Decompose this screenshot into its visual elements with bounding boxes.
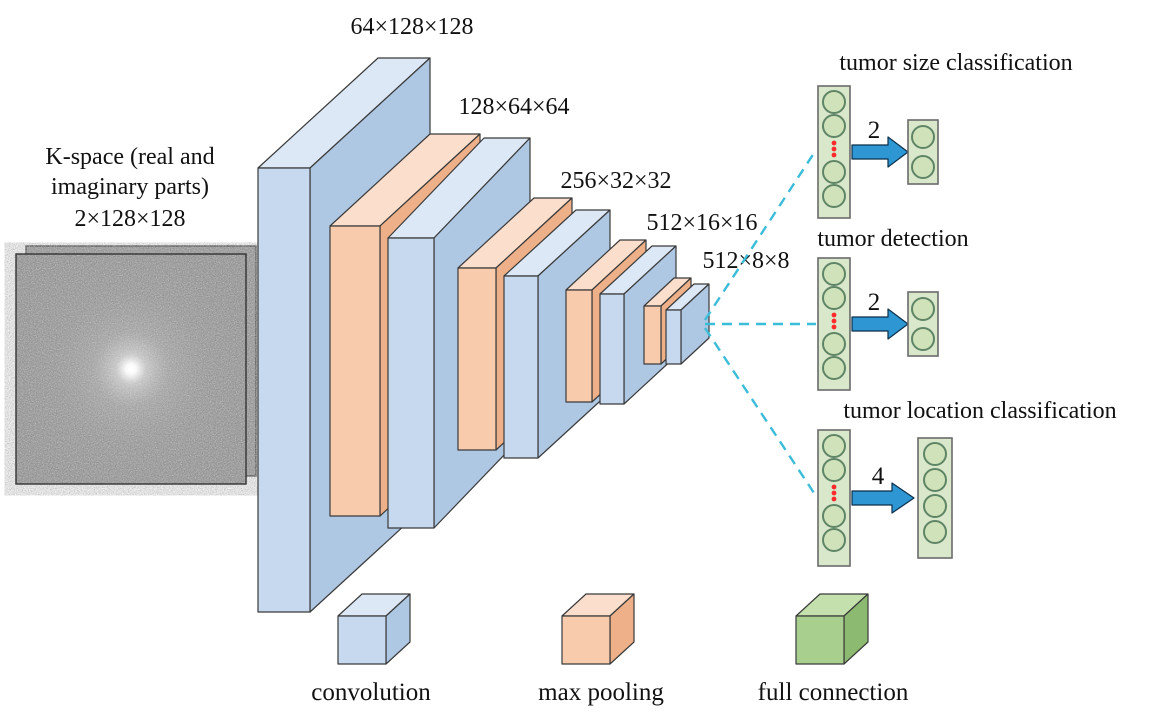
connector-line-head-3 — [703, 327, 818, 497]
head-tumor-location-input-layer — [817, 429, 851, 567]
neuron-circle — [822, 262, 846, 286]
feature-map-stack: 64×128×128 128×64×64 256×32×32 512×16×16… — [257, 14, 790, 613]
layer-dims-label-1: 64×128×128 — [350, 14, 473, 40]
neuron-circle — [822, 458, 846, 482]
legend-label-convolution: convolution — [311, 679, 431, 706]
head-tumor-size: tumor size classification 2 — [817, 50, 1073, 219]
layer-dims-label-5: 512×8×8 — [702, 248, 789, 274]
legend: convolution max pooling full connection — [311, 593, 909, 706]
head-tumor-location: tumor location classification 4 — [817, 398, 1117, 567]
input-dims-label: 2×128×128 — [74, 206, 185, 232]
head-tumor-size-output-layer — [907, 119, 939, 185]
neuron-circle — [911, 327, 935, 351]
legend-convolution-cube — [337, 593, 411, 665]
neuron-circle — [923, 442, 947, 466]
head-tumor-detection-arrow-label: 2 — [868, 289, 881, 316]
legend-max-pooling-cube — [561, 593, 635, 665]
head-tumor-location-title: tumor location classification — [843, 398, 1116, 424]
neuron-circle — [911, 125, 935, 149]
layer-dims-label-2: 128×64×64 — [458, 94, 569, 120]
input-caption-line1: K-space (real and — [45, 144, 214, 170]
neuron-circle — [923, 494, 947, 518]
layer-dims-label-3: 256×32×32 — [560, 168, 671, 194]
head-tumor-detection-output-layer — [907, 291, 939, 357]
legend-full-connection-cube-front — [795, 615, 845, 665]
ellipsis-dot — [831, 152, 837, 158]
neuron-circle — [822, 286, 846, 310]
layer-dims-label-4: 512×16×16 — [646, 210, 757, 236]
fc-connectors — [703, 149, 818, 497]
neuron-circle — [923, 520, 947, 544]
head-tumor-size-arrow — [851, 136, 909, 168]
neuron-circle — [822, 504, 846, 528]
ellipsis-dot — [831, 312, 837, 318]
kspace-center-point — [128, 366, 134, 372]
kspace-image — [15, 253, 247, 485]
head-tumor-detection-title: tumor detection — [817, 226, 968, 252]
head-tumor-detection-arrow — [851, 308, 909, 340]
input-caption-line2: imaginary parts) — [51, 174, 209, 200]
pool-layer-3-front-face — [565, 289, 593, 403]
pool-layer-1-front-face — [329, 225, 381, 517]
head-tumor-size-arrow-label: 2 — [868, 117, 881, 144]
conv-layer-4-front-face — [599, 293, 625, 405]
neuron-circle — [822, 356, 846, 380]
kspace-border — [15, 253, 247, 485]
head-tumor-detection-input-layer — [817, 257, 851, 391]
neuron-circle — [911, 297, 935, 321]
conv-layer-5-front-face — [665, 309, 682, 365]
pool-layer-4-front-face — [643, 305, 662, 365]
ellipsis-dot — [831, 496, 837, 502]
head-tumor-detection: tumor detection 2 — [817, 226, 969, 391]
neuron-circle — [822, 90, 846, 114]
neuron-circle — [911, 155, 935, 179]
head-tumor-size-title: tumor size classification — [839, 50, 1072, 76]
ellipsis-dot — [831, 146, 837, 152]
neuron-circle — [822, 114, 846, 138]
pool-layer-2-front-face — [457, 267, 497, 451]
legend-convolution-cube-front — [337, 615, 387, 665]
neuron-circle — [822, 332, 846, 356]
ellipsis-dot — [831, 318, 837, 324]
conv-layer-3-front-face — [503, 275, 539, 459]
legend-full-connection-cube — [795, 593, 869, 665]
head-tumor-location-arrow-label: 4 — [872, 463, 885, 490]
head-tumor-size-input-layer — [817, 85, 851, 219]
ellipsis-dot — [831, 324, 837, 330]
head-tumor-location-output-layer — [917, 437, 953, 559]
conv-layer-5 — [665, 283, 710, 365]
legend-label-max-pooling: max pooling — [538, 679, 664, 706]
neuron-circle — [822, 434, 846, 458]
neuron-circle — [822, 160, 846, 184]
legend-label-full-connection: full connection — [758, 679, 909, 706]
kspace-input: K-space (real and imaginary parts) 2×128… — [15, 144, 257, 485]
ellipsis-dot — [831, 140, 837, 146]
ellipsis-dot — [831, 484, 837, 490]
neuron-circle — [822, 184, 846, 208]
legend-max-pooling-cube-front — [561, 615, 611, 665]
ellipsis-dot — [831, 490, 837, 496]
conv-layer-2-front-face — [387, 237, 435, 529]
neuron-circle — [923, 468, 947, 492]
head-tumor-location-arrow — [851, 482, 915, 514]
conv-layer-1-front-face — [257, 167, 311, 613]
neuron-circle — [822, 528, 846, 552]
